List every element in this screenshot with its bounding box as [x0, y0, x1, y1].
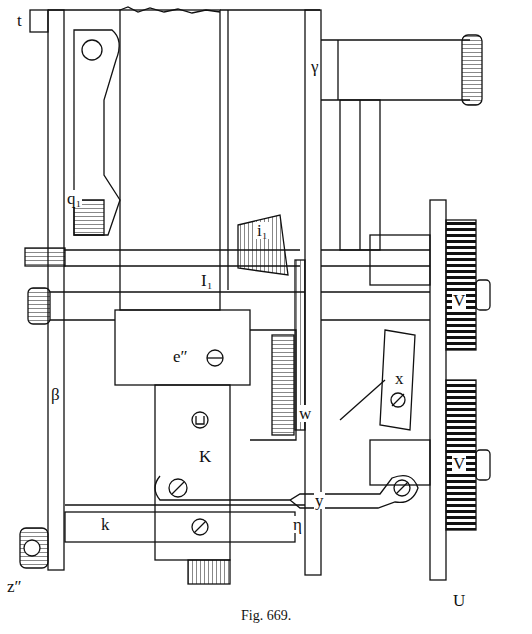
callout-label: q₁ [66, 190, 82, 207]
callout-label: k [100, 516, 111, 533]
callout-label: V [452, 292, 466, 309]
callout-label: w [298, 405, 312, 422]
callout-label: U [452, 592, 466, 609]
callout-label: I₁ [200, 272, 214, 289]
callout-label: z″ [6, 578, 23, 595]
callout-label: V [452, 455, 466, 472]
figure-caption: Fig. 669. [241, 608, 291, 624]
callout-label: t [16, 12, 23, 29]
callout-label: x [394, 370, 405, 387]
callout-label: K [198, 448, 212, 465]
callout-label: γ [310, 58, 320, 75]
callout-label: y [314, 492, 325, 509]
callout-label: i₁ [256, 222, 269, 239]
callout-label: β [50, 386, 61, 403]
callout-label: e″ [172, 348, 189, 365]
callout-label: η [292, 516, 303, 533]
